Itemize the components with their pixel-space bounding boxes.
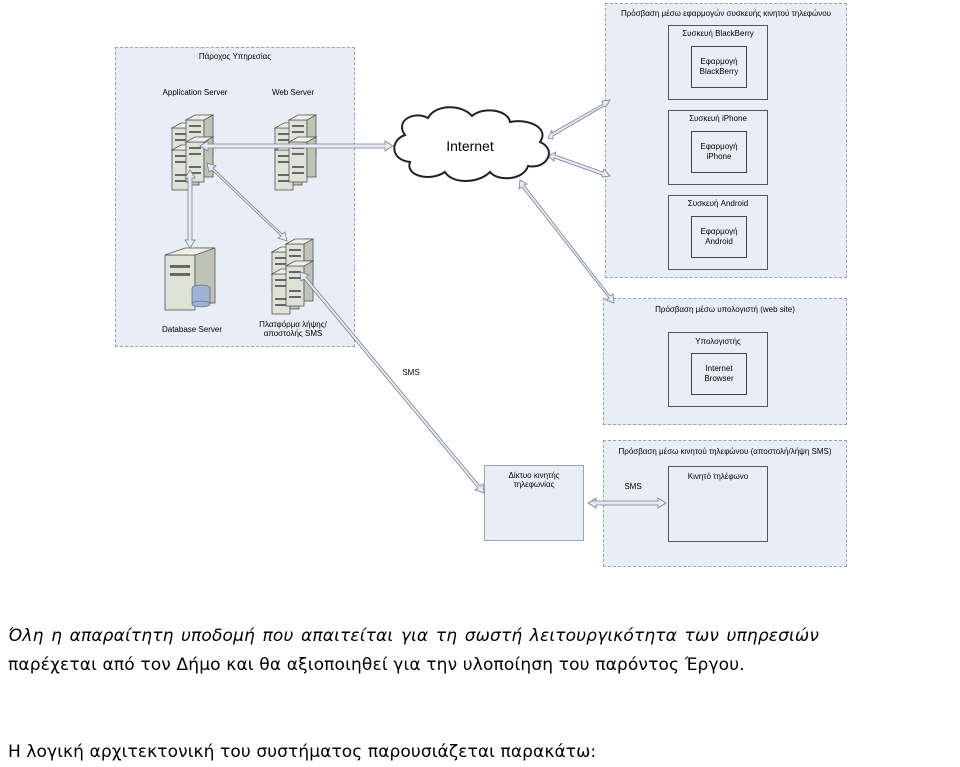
arrow-sms-platform-network (299, 271, 485, 494)
arrow-internet-apps-1 (547, 99, 611, 140)
app-android-line1: Εφαρμογή (700, 227, 738, 236)
mobile-phone-box: Κινητό τηλέφωνο (668, 466, 768, 542)
sms-link-label: SMS (402, 368, 420, 377)
arrow-network-phone (587, 497, 667, 509)
app-android-line2: Android (705, 237, 733, 246)
intro-line1: Όλη η απαραίτητη υποδομή που απαιτείται … (8, 626, 819, 646)
device-blackberry-title: Συσκευή BlackBerry (682, 29, 754, 38)
arrow-app-sms-platform (206, 162, 288, 242)
web-server-label: Web Server (271, 88, 315, 97)
sms-phone-link-label: SMS (624, 482, 642, 491)
internet-browser-line2: Browser (704, 374, 734, 383)
intro-paragraph: Όλη η απαραίτητη υποδομή που απαιτείται … (8, 622, 958, 680)
arrow-internet-apps-2 (547, 151, 611, 178)
arrow-internet-web (518, 179, 615, 304)
mobile-network-line1: Δίκτυο κινητής (508, 471, 560, 480)
arrow-app-db (184, 169, 196, 249)
internet-cloud-icon (393, 106, 550, 182)
mobile-phone-title: Κινητό τηλέφωνο (687, 472, 749, 481)
arrow-servers-internet (199, 140, 394, 152)
app-blackberry-line2: BlackBerry (699, 67, 739, 76)
web-access-panel-title: Πρόσβαση μέσω υπολογιστή (web site) (655, 305, 795, 314)
architecture-diagram: Πάροχος Υπηρεσίας Application Server Web… (115, 3, 847, 567)
web-access-panel: Πρόσβαση μέσω υπολογιστή (web site) (603, 298, 847, 425)
database-server-icon (164, 247, 216, 311)
service-provider-title: Πάροχος Υπηρεσίας (198, 52, 272, 61)
computer-title: Υπολογιστής (695, 337, 741, 346)
app-iphone-line2: iPhone (706, 152, 732, 161)
connection-arrows (184, 99, 667, 509)
device-android-title: Συσκευή Android (687, 199, 749, 208)
sms-platform-label: Πλατφόρμα λήψης/ αποστολής SMS (248, 320, 338, 338)
application-server-label: Application Server (162, 88, 228, 97)
architecture-caption: Η λογική αρχιτεκτονική του συστήματος πα… (8, 742, 597, 762)
service-provider-panel: Πάροχος Υπηρεσίας (115, 47, 355, 347)
app-iphone-line1: Εφαρμογή (700, 142, 738, 151)
diagram-graphics (164, 99, 667, 509)
app-blackberry-line1: Εφαρμογή (700, 57, 738, 66)
intro-line2: παρέχεται από τον Δήμο και θα αξιοποιηθε… (8, 655, 745, 675)
database-server-label: Database Server (161, 325, 223, 334)
mobile-apps-panel-title: Πρόσβαση μέσω εφαρμογών συσκευής κινητού… (620, 9, 832, 18)
sms-platform-label-line1: Πλατφόρμα λήψης/ (259, 320, 327, 329)
internet-label: Internet (446, 138, 494, 154)
device-iphone-title: Συσκευή iPhone (689, 114, 747, 123)
sms-access-panel-title: Πρόσβαση μέσω κινητού τηλεφώνου (αποστολ… (618, 447, 832, 456)
mobile-network-line2: τηλεφωνίας (513, 480, 555, 489)
mobile-network-box: Δίκτυο κινητής τηλεφωνίας (484, 465, 584, 541)
mobile-apps-panel: Πρόσβαση μέσω εφαρμογών συσκευής κινητού… (605, 3, 847, 278)
sms-platform-label-line2: αποστολής SMS (263, 329, 323, 338)
internet-browser-line1: Internet (705, 364, 733, 373)
web-server-icon (274, 114, 317, 191)
application-server-icon (171, 114, 214, 191)
